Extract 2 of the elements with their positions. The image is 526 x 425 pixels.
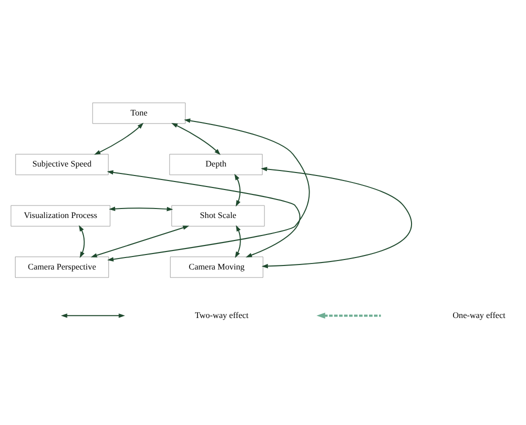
legend-label: One-way effect	[452, 309, 506, 320]
legend-label: Two-way effect	[194, 309, 248, 320]
